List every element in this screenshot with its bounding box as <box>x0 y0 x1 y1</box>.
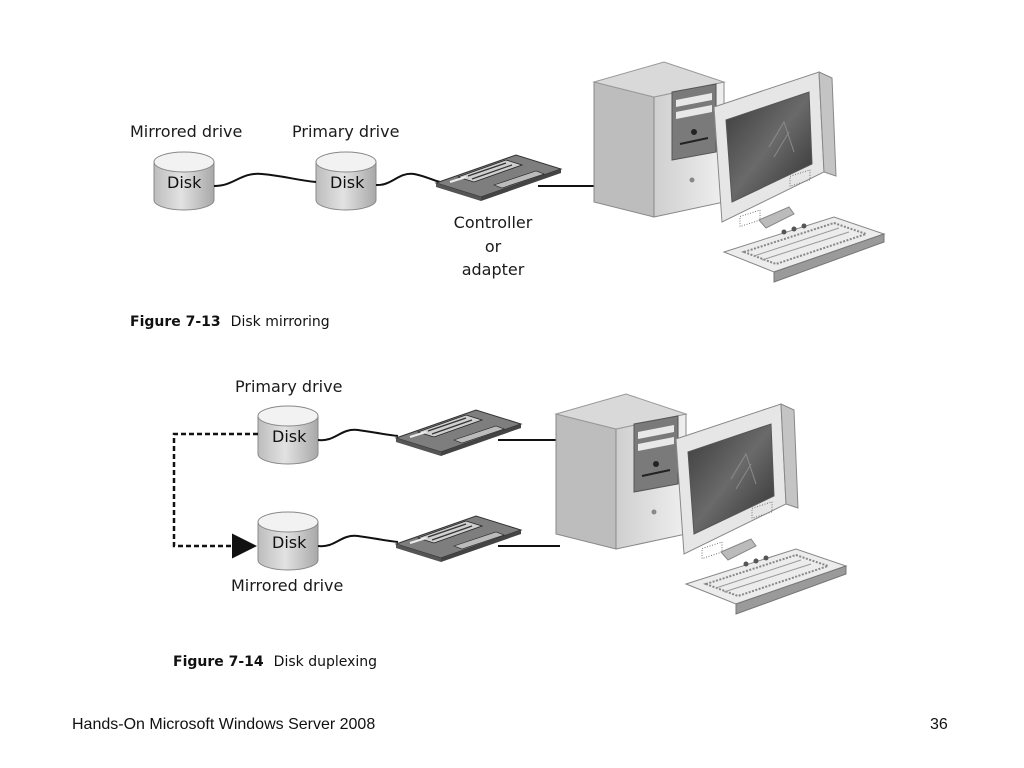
figure-13-number: Figure 7-13 <box>130 314 221 330</box>
figure-disk-duplexing: Primary drive Disk Disk Mirrored drive F… <box>172 377 847 670</box>
controller-card-icon-2 <box>395 515 522 563</box>
footer-title: Hands-On Microsoft Windows Server 2008 <box>72 716 376 733</box>
figure-13-title: Disk mirroring <box>231 314 330 330</box>
primary-drive-label: Primary drive <box>292 122 399 141</box>
controller-label-line2: or <box>485 237 502 256</box>
mirrored-disk-label-2: Disk <box>272 533 307 552</box>
computer-icon <box>593 61 885 283</box>
computer-icon-2 <box>555 393 847 615</box>
mirror-direction-arrow <box>172 432 258 559</box>
controller-label-line1: Controller <box>454 213 533 232</box>
primary-disk-cable <box>317 428 399 442</box>
disk-to-controller-cable <box>375 172 441 187</box>
primary-drive-label-2: Primary drive <box>235 377 342 396</box>
figure-13-caption: Figure 7-13 Disk mirroring <box>130 314 330 330</box>
mirrored-disk-label: Disk <box>167 173 202 192</box>
page-number: 36 <box>930 716 948 733</box>
controller-label-line3: adapter <box>462 260 525 279</box>
mirrored-drive-label: Mirrored drive <box>130 122 242 141</box>
controller-card-icon <box>435 154 562 202</box>
disk-to-disk-cable <box>213 172 317 187</box>
primary-disk-label-2: Disk <box>272 427 307 446</box>
controller-card-icon-1 <box>395 409 522 457</box>
mirrored-drive-label-2: Mirrored drive <box>231 576 343 595</box>
mirrored-disk-cable <box>317 534 399 548</box>
figure-14-number: Figure 7-14 <box>173 654 264 670</box>
primary-disk-label: Disk <box>330 173 365 192</box>
figure-14-title: Disk duplexing <box>274 654 377 670</box>
figure-14-caption: Figure 7-14 Disk duplexing <box>173 654 377 670</box>
figure-disk-mirroring: Mirrored drive Primary drive Disk Disk C… <box>130 61 885 330</box>
